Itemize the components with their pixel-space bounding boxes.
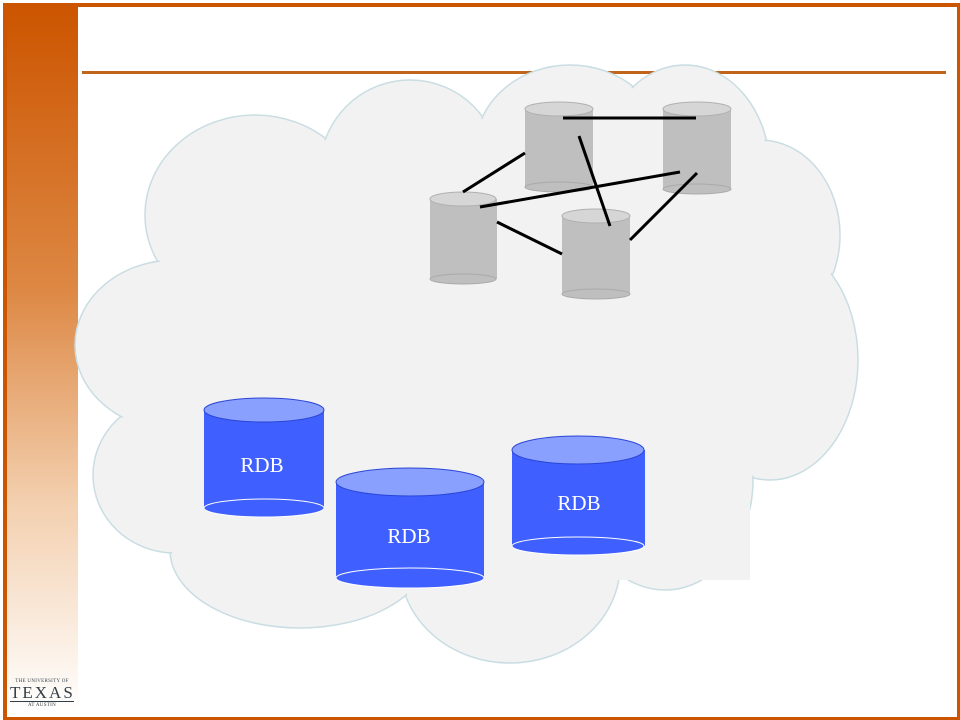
slide-frame bbox=[3, 3, 960, 720]
connection-a-c bbox=[462, 151, 526, 194]
connection-d-b bbox=[628, 171, 699, 242]
node-d bbox=[561, 208, 631, 300]
logo-wordmark: TEXAS bbox=[10, 683, 75, 702]
connection-a-d bbox=[577, 135, 612, 227]
sidebar-gradient bbox=[7, 7, 78, 713]
connection-c-b bbox=[479, 170, 681, 209]
node-c bbox=[429, 191, 497, 285]
connection-c-d bbox=[496, 220, 563, 256]
rdb-database-1: RDB bbox=[203, 397, 325, 518]
title-rule bbox=[82, 71, 946, 74]
rdb-label: RDB bbox=[557, 491, 600, 515]
rdb-label: RDB bbox=[240, 453, 283, 477]
node-b bbox=[662, 101, 732, 195]
rdb-label: RDB bbox=[387, 524, 430, 548]
logo-line-top: THE UNIVERSITY OF bbox=[15, 679, 69, 684]
university-logo: THE UNIVERSITY OF TEXAS AT AUSTIN bbox=[10, 678, 74, 709]
rdb-database-3: RDB bbox=[511, 435, 645, 556]
logo-line-bottom: AT AUSTIN bbox=[27, 703, 57, 708]
node-connections bbox=[462, 116, 699, 256]
rdb-database-2: RDB bbox=[335, 467, 485, 589]
